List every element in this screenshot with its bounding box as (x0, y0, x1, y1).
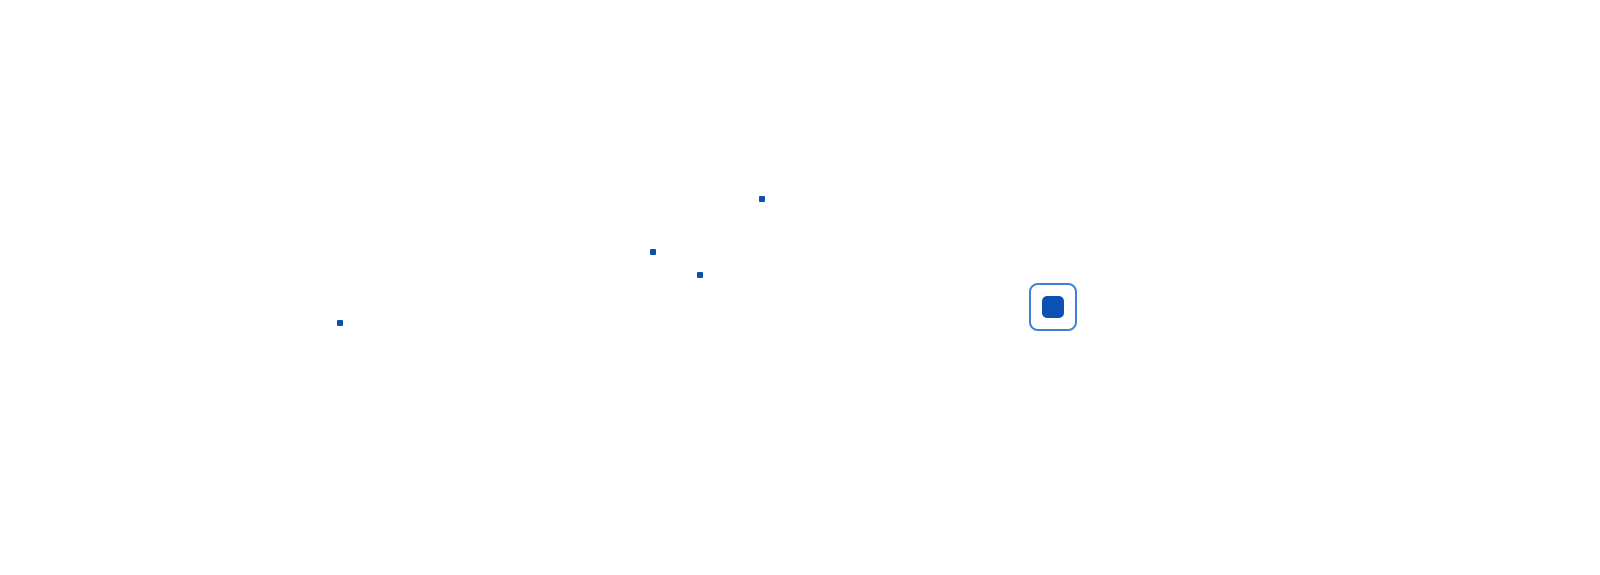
point-marker[interactable] (650, 249, 656, 255)
stop-icon (1042, 296, 1064, 318)
point-marker[interactable] (697, 272, 703, 278)
point-marker[interactable] (337, 320, 343, 326)
point-marker[interactable] (759, 196, 765, 202)
stop-button[interactable] (1029, 283, 1077, 331)
